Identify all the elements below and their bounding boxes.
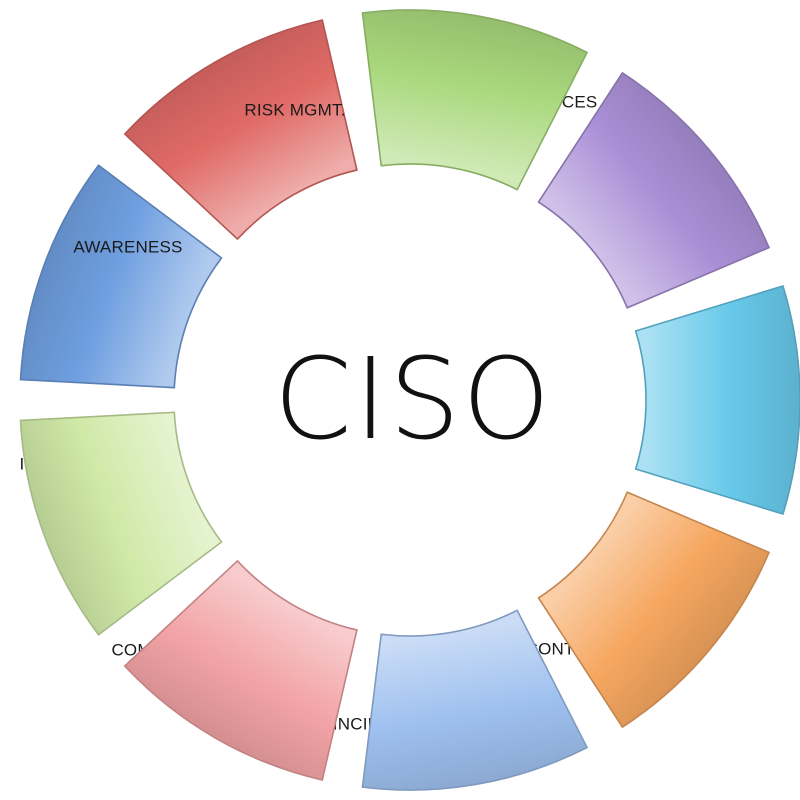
segment-awareness: AWARENESS	[73, 237, 358, 781]
segment-shape	[19, 164, 223, 389]
segment-shape	[537, 491, 771, 729]
segment-shape	[19, 411, 223, 636]
segment-shape	[537, 71, 771, 309]
segment-label: AWARENESS	[73, 237, 182, 256]
segment-shape	[123, 559, 358, 781]
segment-shape	[361, 9, 589, 191]
segments-group: BEST PRACTICESISMS MGMTCOMMS.CONTROLS MG…	[19, 9, 800, 791]
segment-shape	[634, 284, 800, 516]
segment-shape	[361, 609, 589, 791]
segment-risk-mgmt: RISK MGMT.	[19, 100, 345, 636]
segment-label: RISK MGMT.	[244, 100, 345, 119]
segment-shape	[123, 19, 358, 241]
center-title: CISO	[274, 335, 552, 465]
